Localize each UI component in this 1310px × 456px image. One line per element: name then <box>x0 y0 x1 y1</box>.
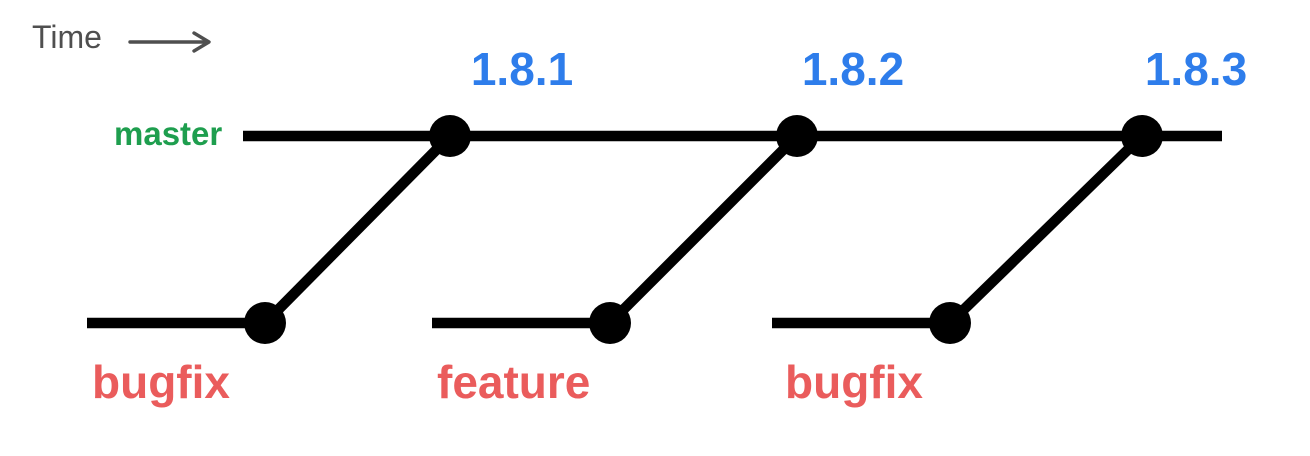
commit-dot-release-2 <box>776 115 818 157</box>
time-label: Time <box>32 19 102 55</box>
commit-dot-release-3 <box>1121 115 1163 157</box>
merge-line-2 <box>606 132 801 327</box>
master-branch-label: master <box>114 115 223 152</box>
commit-dot-bugfix-1 <box>244 302 286 344</box>
topic-branch-label-2: feature <box>437 356 591 408</box>
release-tag-3: 1.8.3 <box>1144 43 1248 95</box>
commit-dot-bugfix-2 <box>929 302 971 344</box>
topic-branch-label-3: bugfix <box>785 356 923 408</box>
time-arrow-icon <box>128 31 211 53</box>
merge-line-1 <box>261 132 454 327</box>
commit-dot-feature <box>589 302 631 344</box>
merge-line-3 <box>946 132 1146 327</box>
commit-dot-release-1 <box>429 115 471 157</box>
release-tag-2: 1.8.2 <box>801 43 905 95</box>
release-tag-1: 1.8.1 <box>470 43 574 95</box>
topic-branch-label-1: bugfix <box>92 356 230 408</box>
